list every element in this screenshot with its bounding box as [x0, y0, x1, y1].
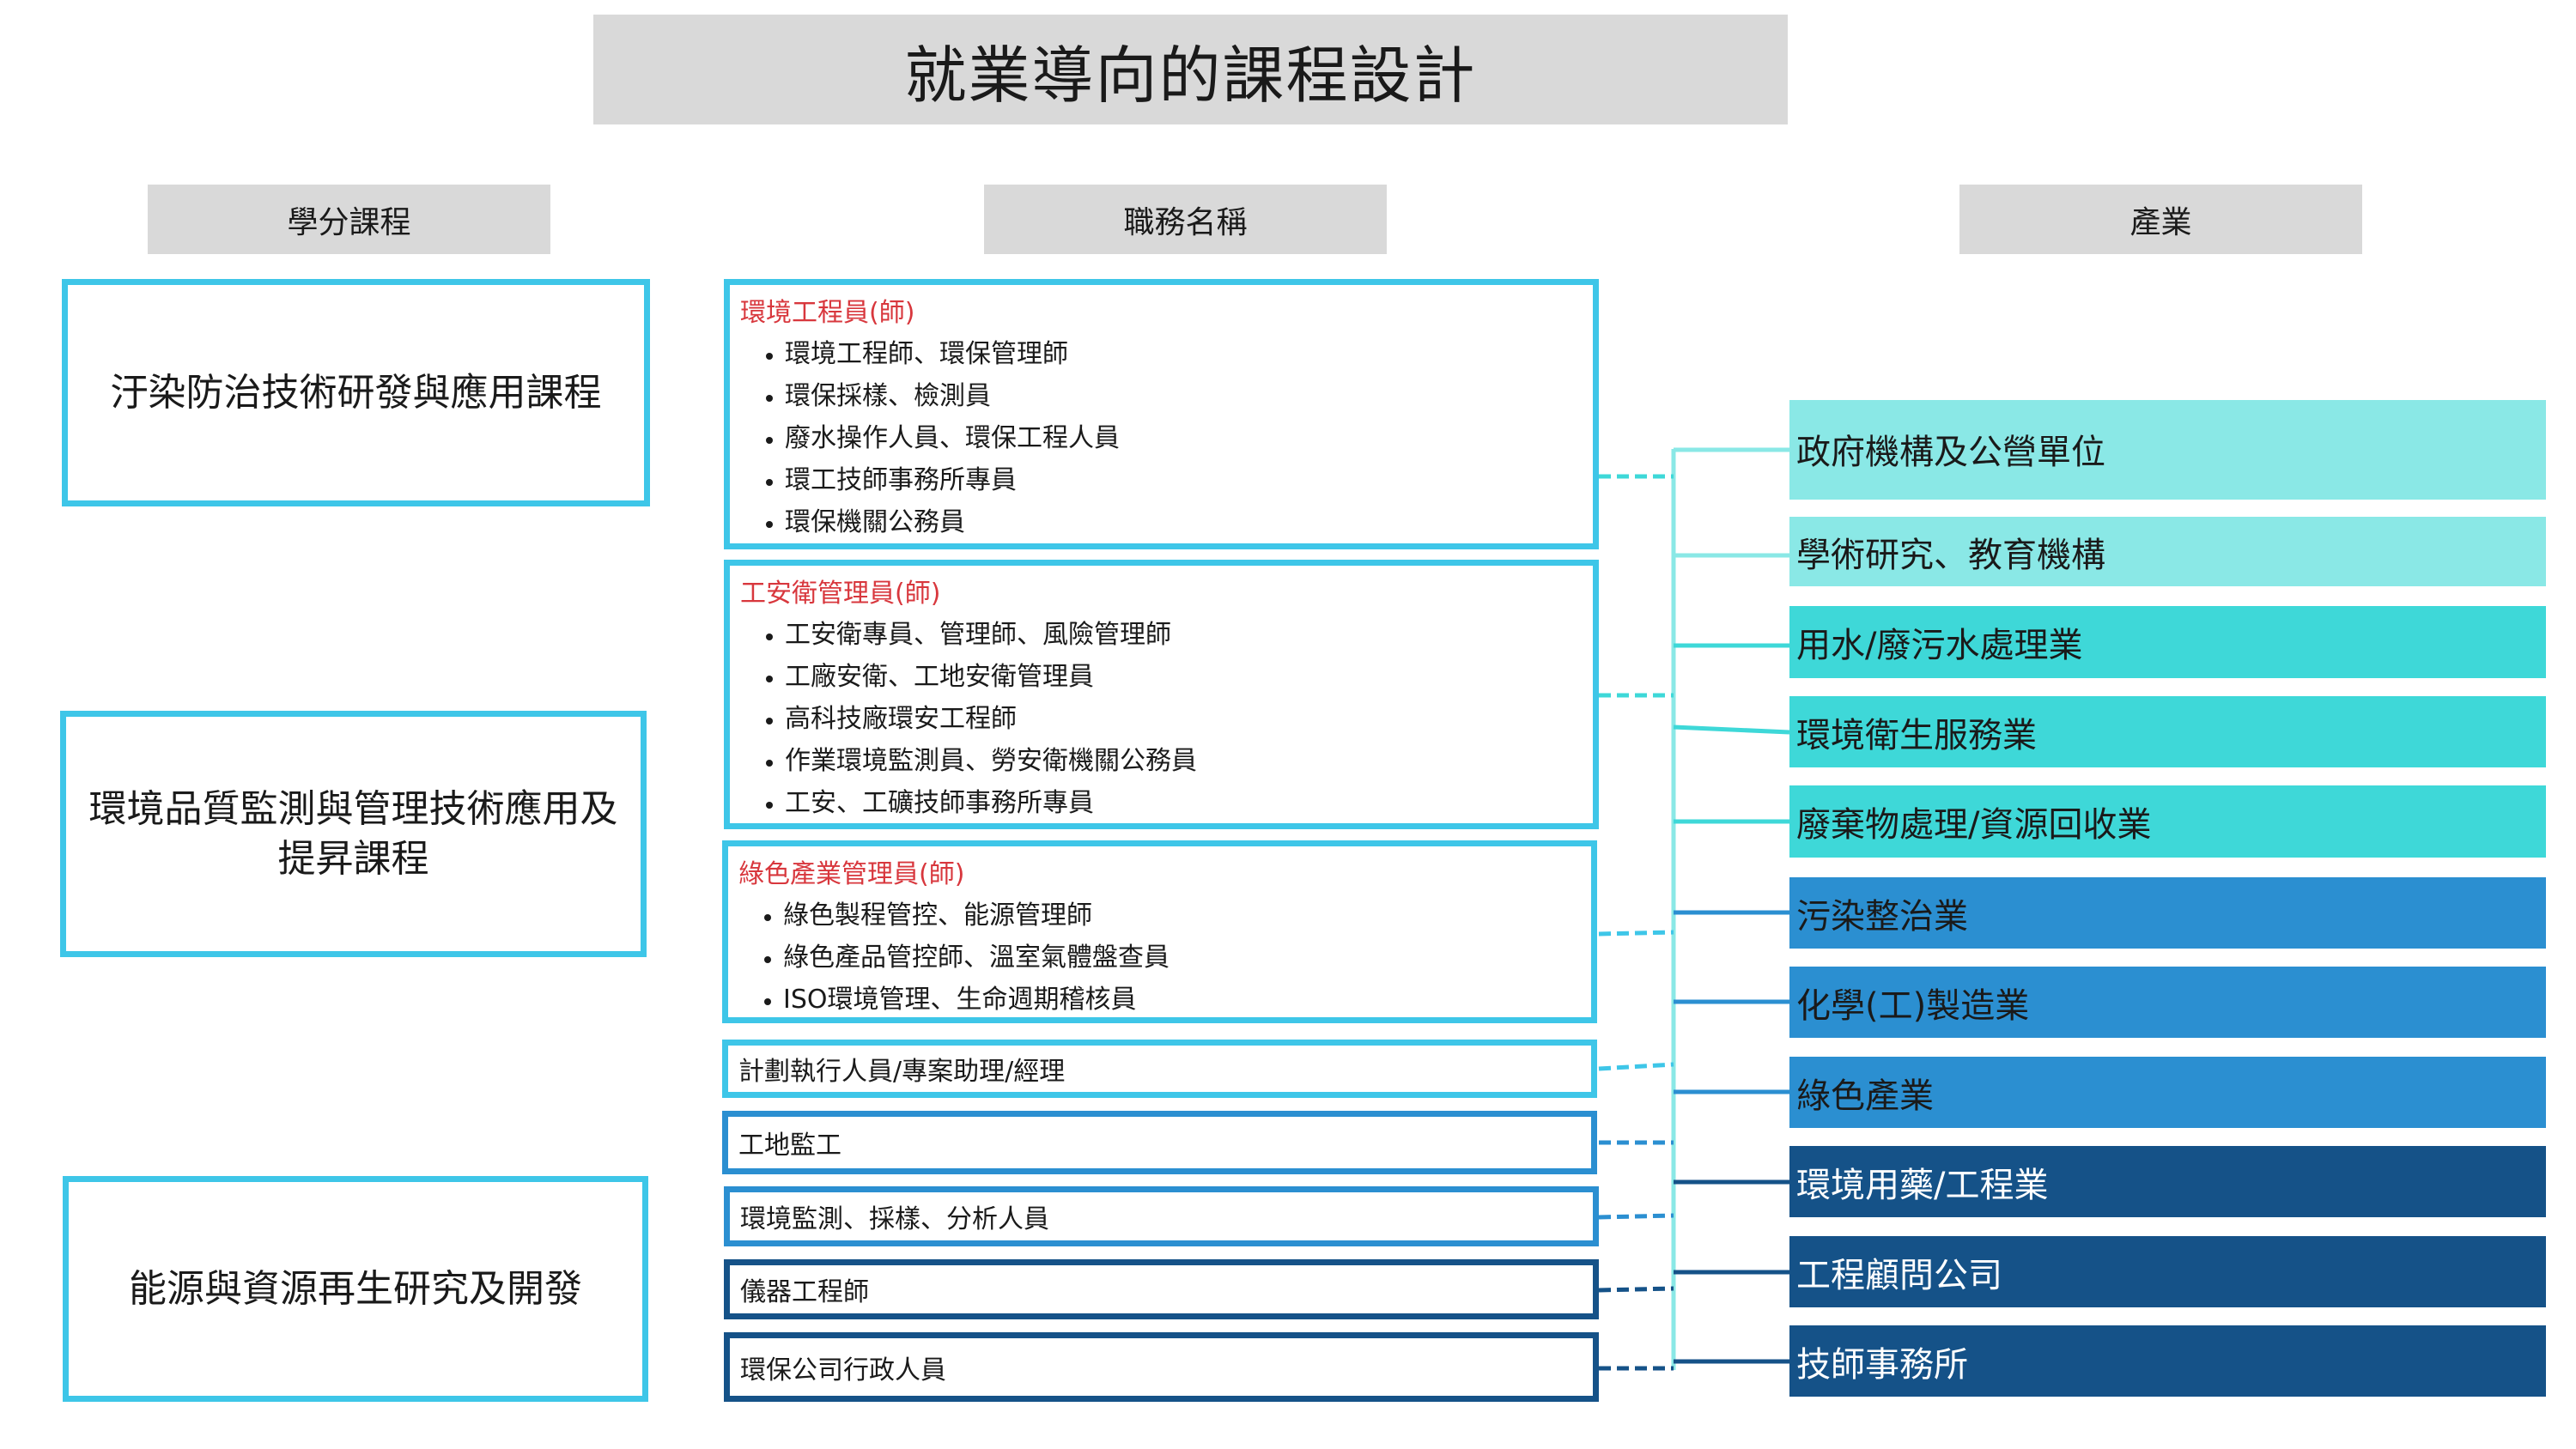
industry-label: 政府機構及公營單位 — [1796, 433, 2105, 472]
course-label: 汙染防治技術研發與應用課程 — [110, 370, 602, 415]
job-box: 環保公司行政人員 — [724, 1332, 1599, 1402]
job-item: 環保機關公務員 — [785, 501, 1583, 543]
industry-box: 環境衛生服務業 — [1789, 696, 2546, 767]
job-label: 儀器工程師 — [740, 1277, 869, 1307]
diagram-title: 就業導向的課程設計 — [593, 15, 1788, 124]
header-jobs: 職務名稱 — [984, 185, 1387, 254]
job-item: 環保採樣、檢測員 — [785, 375, 1583, 417]
job-item: 工安、工礦技師事務所專員 — [785, 782, 1583, 824]
job-box: 環境監測、採樣、分析人員 — [724, 1186, 1599, 1246]
industry-box: 學術研究、教育機構 — [1789, 517, 2546, 586]
job-list: 綠色製程管控、能源管理師 綠色產品管控師、溫室氣體盤查員 ISO環境管理、生命週… — [738, 894, 1581, 1021]
job-group-box: 綠色產業管理員(師) 綠色製程管控、能源管理師 綠色產品管控師、溫室氣體盤查員 … — [722, 840, 1597, 1023]
job-item: ISO環境管理、生命週期稽核員 — [783, 979, 1581, 1021]
course-label: 能源與資源再生研究及開發 — [129, 1266, 582, 1311]
job-item: 作業環境監測員、勞安衛機關公務員 — [785, 740, 1583, 782]
industry-box: 化學(工)製造業 — [1789, 967, 2546, 1038]
industry-label: 用水/廢污水處理業 — [1796, 626, 2083, 665]
job-item: 廢水操作人員、環保工程人員 — [785, 417, 1583, 459]
job-box: 工地監工 — [722, 1111, 1597, 1174]
job-box: 計劃執行人員/專案助理/經理 — [722, 1040, 1597, 1098]
job-item: 工安衛專員、管理師、風險管理師 — [785, 614, 1583, 656]
industry-box: 綠色產業 — [1789, 1057, 2546, 1128]
job-label: 工地監工 — [738, 1131, 841, 1161]
job-box: 儀器工程師 — [724, 1259, 1599, 1319]
job-list: 環境工程師、環保管理師 環保採樣、檢測員 廢水操作人員、環保工程人員 環工技師事… — [740, 333, 1583, 543]
header-courses: 學分課程 — [148, 185, 550, 254]
industry-label: 綠色產業 — [1796, 1076, 1934, 1116]
job-item: 環境工程師、環保管理師 — [785, 333, 1583, 375]
job-item: 綠色產品管控師、溫室氣體盤查員 — [783, 937, 1581, 979]
job-item: 高科技廠環安工程師 — [785, 698, 1583, 740]
job-group-title: 工安衛管理員(師) — [740, 579, 941, 609]
job-group-box: 環境工程員(師) 環境工程師、環保管理師 環保採樣、檢測員 廢水操作人員、環保工… — [724, 279, 1599, 549]
job-group-title: 環境工程員(師) — [740, 298, 915, 328]
job-item: 綠色製程管控、能源管理師 — [783, 894, 1581, 937]
job-label: 環保公司行政人員 — [740, 1355, 946, 1385]
job-group-box: 工安衛管理員(師) 工安衛專員、管理師、風險管理師 工廠安衛、工地安衛管理員 高… — [724, 560, 1599, 829]
industry-box: 廢棄物處理/資源回收業 — [1789, 785, 2546, 858]
industry-box: 用水/廢污水處理業 — [1789, 606, 2546, 678]
header-industries: 產業 — [1959, 185, 2362, 254]
job-group-title: 綠色產業管理員(師) — [738, 859, 965, 889]
job-item: 工廠安衛、工地安衛管理員 — [785, 656, 1583, 698]
job-label: 計劃執行人員/專案助理/經理 — [738, 1057, 1066, 1087]
industry-label: 污染整治業 — [1796, 896, 1968, 937]
industry-label: 工程顧問公司 — [1796, 1255, 2002, 1295]
industry-label: 技師事務所 — [1796, 1344, 1968, 1385]
course-box: 汙染防治技術研發與應用課程 — [62, 279, 650, 506]
industry-box: 污染整治業 — [1789, 877, 2546, 949]
industry-label: 化學(工)製造業 — [1796, 985, 2030, 1026]
job-item: 環工技師事務所專員 — [785, 459, 1583, 501]
industry-label: 廢棄物處理/資源回收業 — [1796, 805, 2152, 845]
course-box: 能源與資源再生研究及開發 — [63, 1176, 648, 1402]
industry-box: 工程顧問公司 — [1789, 1236, 2546, 1307]
job-label: 環境監測、採樣、分析人員 — [740, 1204, 1049, 1234]
job-list: 工安衛專員、管理師、風險管理師 工廠安衛、工地安衛管理員 高科技廠環安工程師 作… — [740, 614, 1583, 824]
course-label: 環境品質監測與管理技術應用及提昇課程 — [88, 786, 618, 881]
industry-label: 環境用藥/工程業 — [1796, 1165, 2049, 1205]
industry-label: 環境衛生服務業 — [1796, 715, 2037, 755]
industry-box: 技師事務所 — [1789, 1325, 2546, 1397]
industry-box: 環境用藥/工程業 — [1789, 1146, 2546, 1217]
course-box: 環境品質監測與管理技術應用及提昇課程 — [60, 711, 647, 957]
industry-box: 政府機構及公營單位 — [1789, 400, 2546, 500]
industry-label: 學術研究、教育機構 — [1796, 535, 2105, 575]
